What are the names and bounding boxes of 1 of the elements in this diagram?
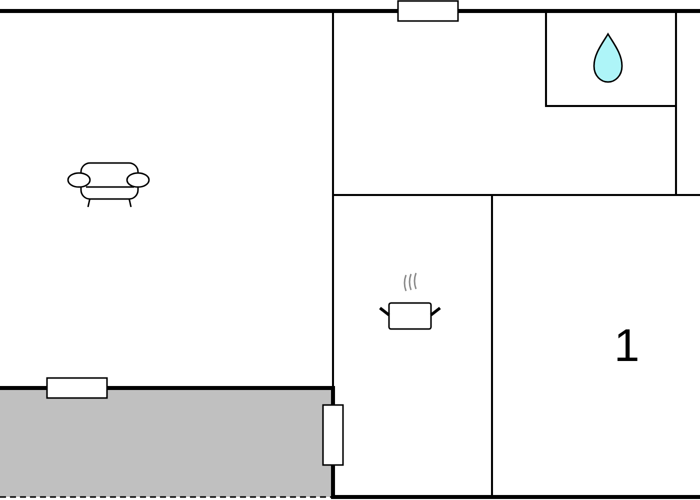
room-number: 1: [614, 322, 640, 368]
